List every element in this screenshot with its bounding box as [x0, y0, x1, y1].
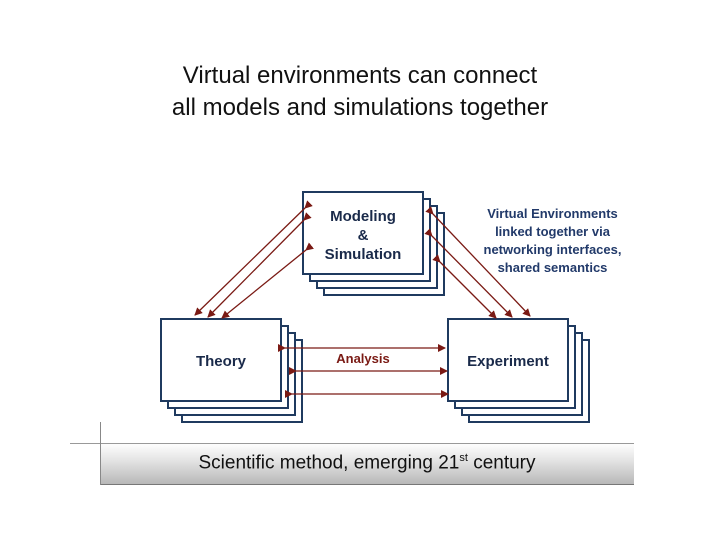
note-line3: networking interfaces, — [483, 242, 622, 257]
note-line4: shared semantics — [497, 260, 608, 275]
footer-caption-suffix: century — [467, 452, 536, 474]
arrow-modeling-experiment-3 — [432, 254, 497, 319]
footer-left-rule — [100, 422, 101, 485]
footer-caption: Scientific method, emerging 21st century — [100, 452, 634, 474]
modeling-label-line1: Modeling — [330, 207, 396, 225]
theory-box — [160, 318, 282, 402]
arrow-modeling-theory-1 — [194, 200, 313, 316]
arrow-modeling-theory-2 — [207, 212, 312, 318]
note-line2: linked together via — [495, 224, 610, 239]
experiment-label: Experiment — [467, 353, 549, 370]
slide-title-line2: all models and simulations together — [171, 94, 549, 121]
footer-caption-prefix: Scientific method, emerging 21 — [198, 452, 460, 474]
footer-top-rule — [70, 443, 634, 444]
virtual-environments-note: Virtual Environments linked together via… — [470, 205, 635, 277]
modeling-label-line2: & — [357, 226, 369, 244]
modeling-label: Modeling & Simulation — [302, 193, 424, 277]
arrow-modeling-theory-3 — [221, 242, 314, 319]
footer-caption-superscript: st — [459, 452, 468, 464]
footer-band — [100, 443, 634, 485]
modeling-label-line3: Simulation — [324, 245, 402, 263]
analysis-label: Analysis — [336, 351, 390, 366]
theory-label: Theory — [195, 353, 246, 370]
experiment-box — [447, 318, 569, 402]
note-line1: Virtual Environments — [487, 206, 618, 221]
slide-title-line1: Virtual environments can connect — [182, 62, 538, 89]
slide-title: Virtual environments can connect all mod… — [0, 60, 720, 124]
